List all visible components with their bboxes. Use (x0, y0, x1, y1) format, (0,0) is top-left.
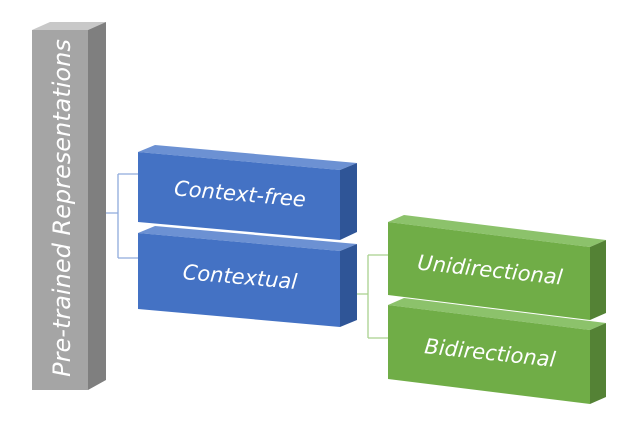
node-front-face (388, 305, 590, 404)
node-unidirectional: Unidirectional (388, 215, 606, 320)
node-side-face (340, 244, 357, 327)
node-side-face (340, 163, 357, 240)
node-top-face (138, 226, 357, 251)
node-side-face (590, 240, 606, 320)
node-front-face (138, 233, 340, 327)
node-top-face (32, 22, 106, 30)
connector-root-to-level1 (100, 173, 138, 259)
node-pretrained-representations: Pre-trained Representations (32, 22, 106, 390)
node-bidirectional: Bidirectional (388, 298, 606, 404)
node-top-face (388, 298, 606, 330)
node-context-free: Context-free (138, 145, 357, 240)
node-contextual: Contextual (138, 226, 357, 327)
node-top-face (388, 215, 606, 247)
node-top-face (138, 145, 357, 170)
node-label: Pre-trained Representations (48, 39, 76, 377)
node-front-face (138, 152, 340, 240)
node-front-face (388, 222, 590, 320)
node-side-face (590, 323, 606, 404)
node-front-face (32, 30, 88, 390)
node-side-face (88, 22, 106, 390)
